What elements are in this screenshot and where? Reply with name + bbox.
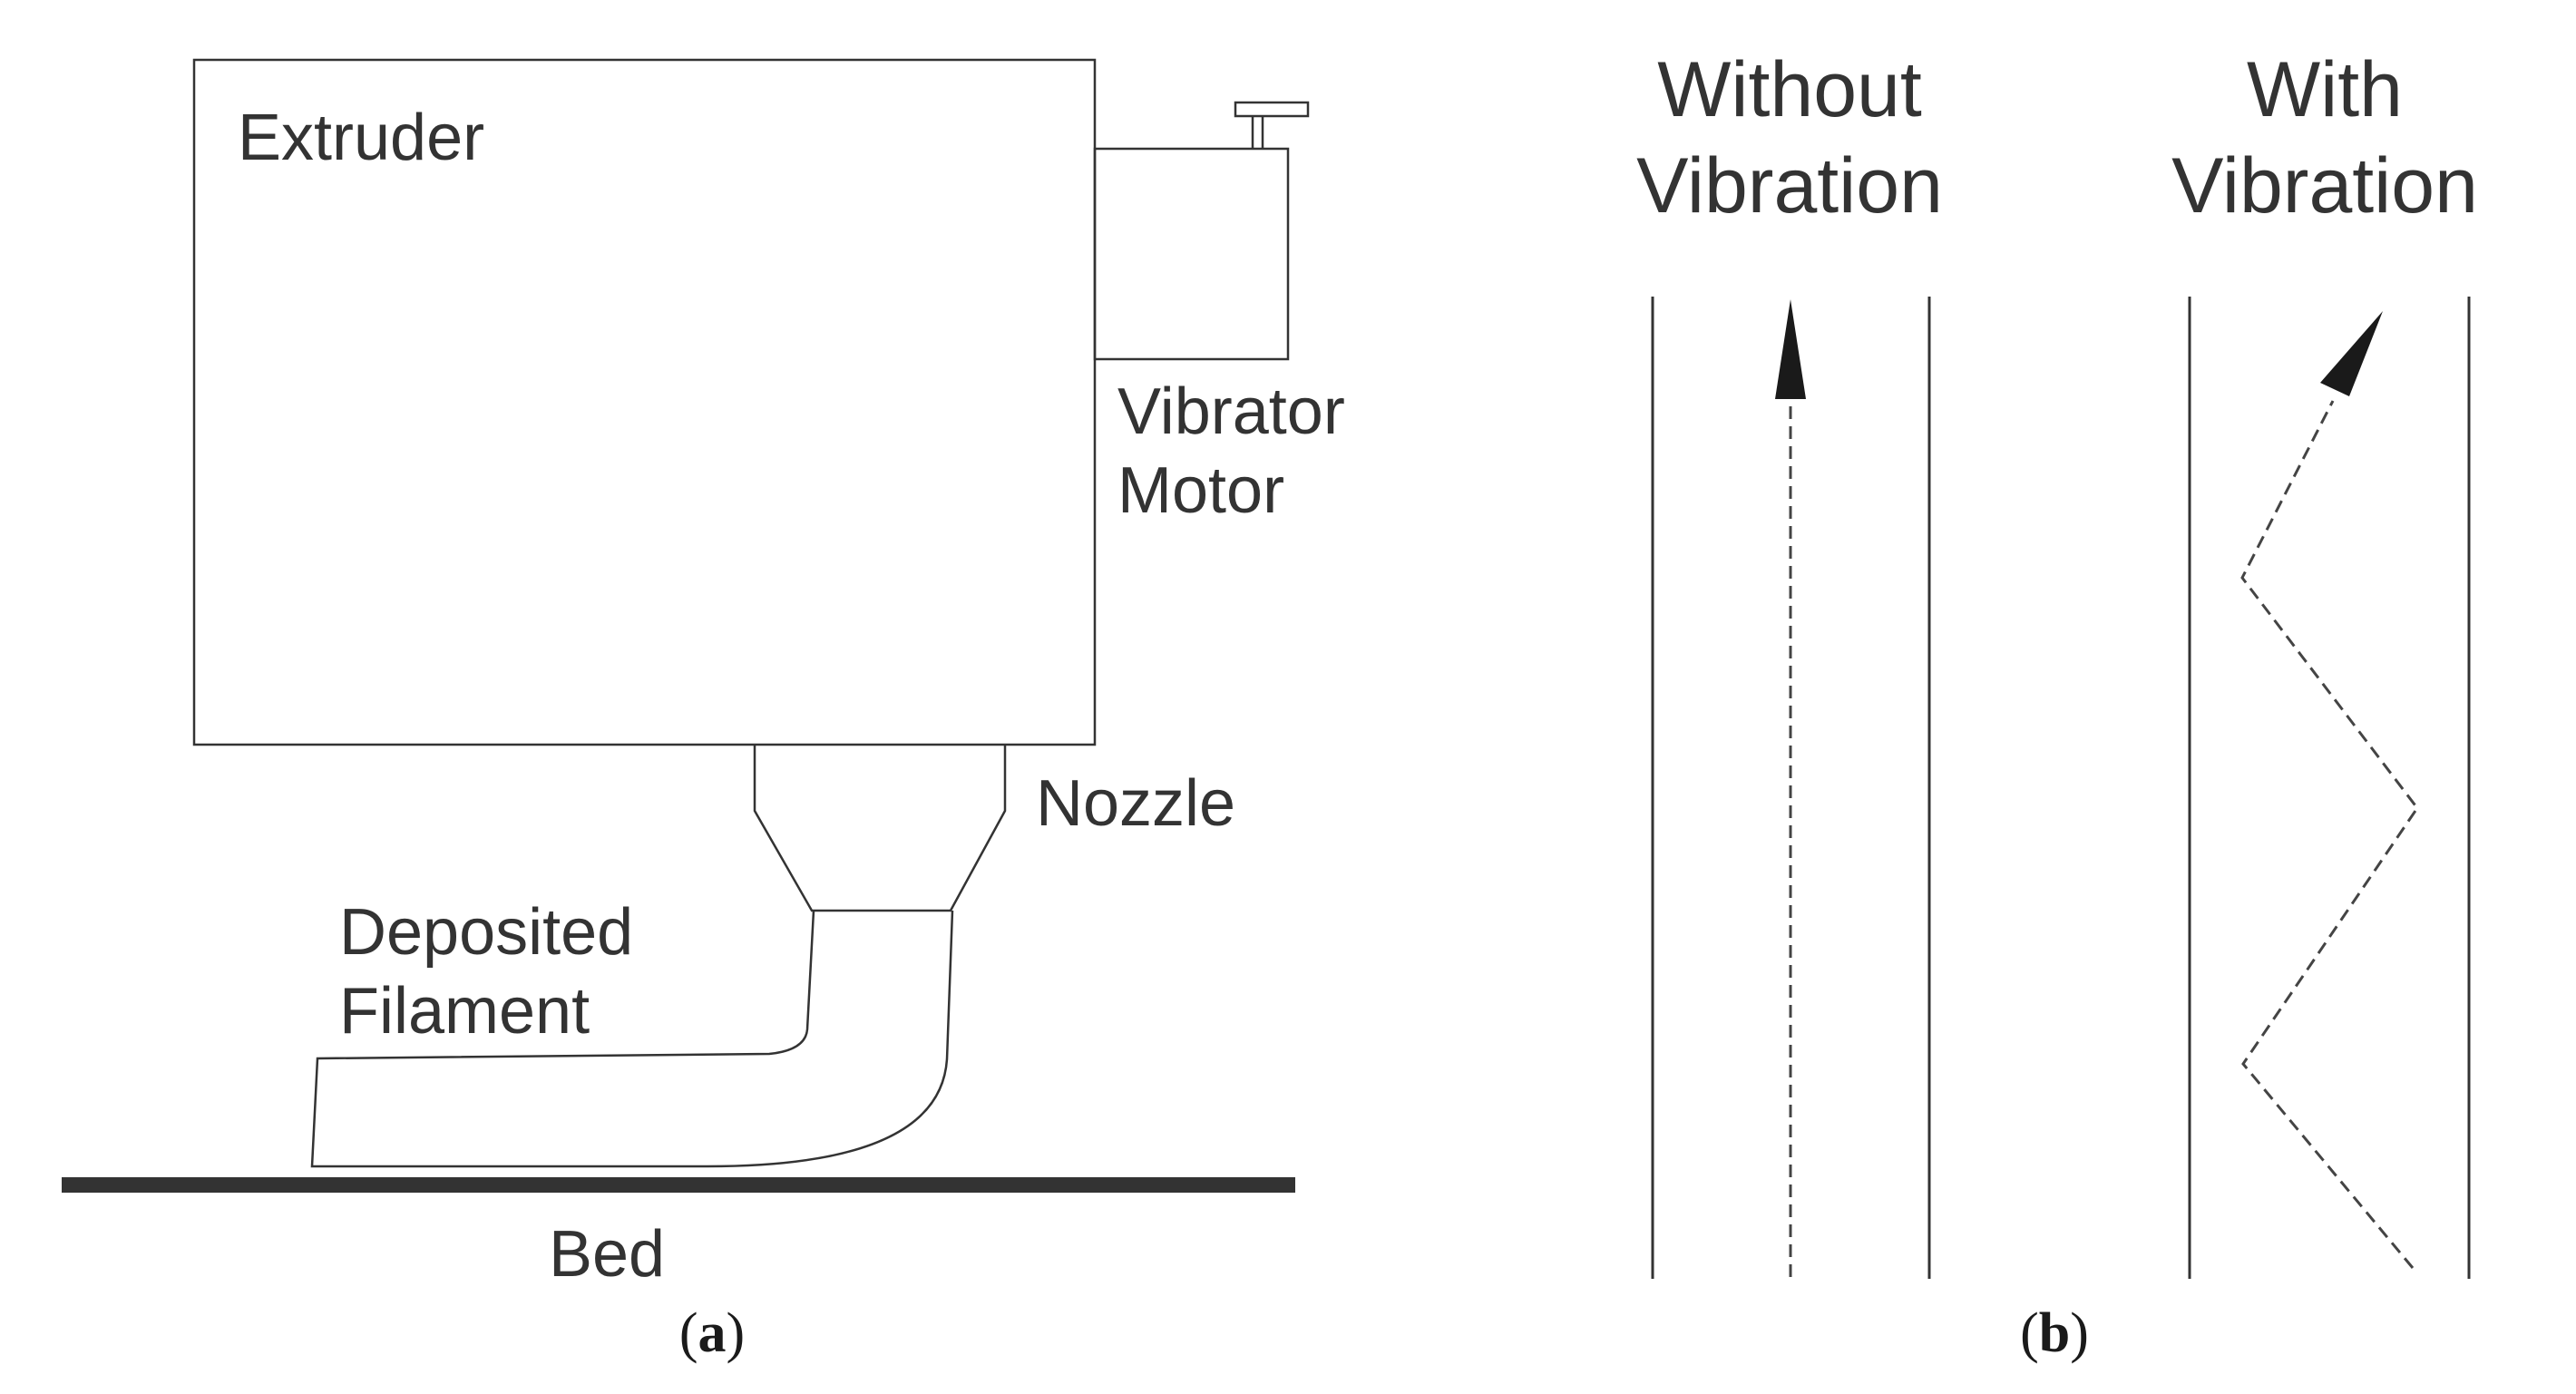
nozzle-label: Nozzle	[1036, 767, 1235, 840]
without-vibration-title-line2: Vibration	[1636, 142, 1943, 229]
extruder-label: Extruder	[238, 102, 484, 174]
extruder-body	[192, 58, 1097, 746]
vibrator-motor-cap	[1234, 101, 1310, 118]
deposited-filament	[310, 910, 954, 1168]
without-vibration-title-line1: Without	[1657, 46, 1922, 133]
bed	[62, 1177, 1295, 1193]
filament-label-line2: Filament	[339, 975, 590, 1048]
vibrator-motor-label-line2: Motor	[1117, 454, 1284, 527]
bed-label: Bed	[549, 1218, 665, 1291]
with-vibration-arrowhead	[2320, 311, 2383, 396]
caption-b: (b)	[2020, 1302, 2089, 1364]
vibrator-motor-label-line1: Vibrator	[1117, 375, 1345, 448]
panel-b: Without Vibration With Vibration (b)	[1636, 46, 2478, 1364]
panel-a: Extruder Vibrator Motor Nozzle Deposited…	[62, 58, 1345, 1364]
vibrator-motor	[1093, 101, 1310, 361]
nozzle	[753, 745, 1007, 912]
filament-label-line1: Deposited	[339, 896, 633, 969]
with-vibration-title-line2: Vibration	[2171, 142, 2478, 229]
without-vibration-arrowhead	[1775, 299, 1806, 399]
vibrator-motor-body	[1093, 147, 1290, 361]
with-vibration-path	[2240, 400, 2419, 1269]
with-vibration-title-line1: With	[2247, 46, 2403, 133]
caption-a: (a)	[679, 1302, 745, 1364]
